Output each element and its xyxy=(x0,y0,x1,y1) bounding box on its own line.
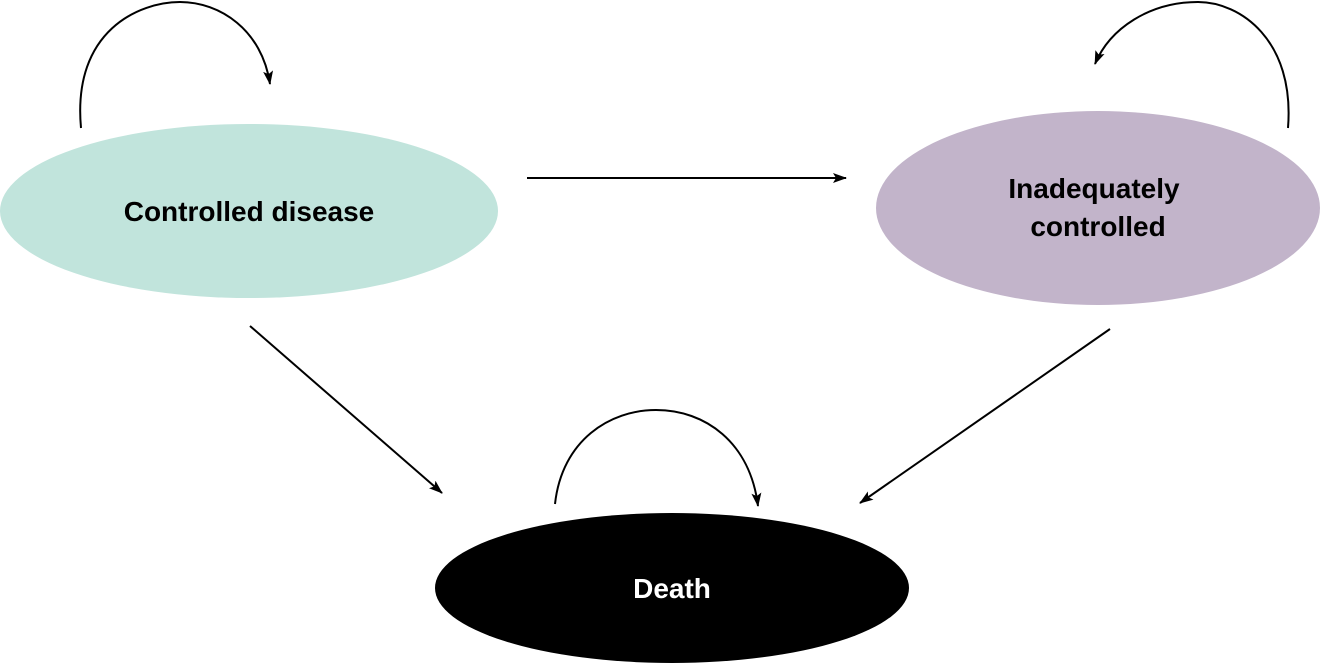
self-loop-inadequately-controlled xyxy=(1094,0,1290,129)
state-controlled-disease-label: Controlled disease xyxy=(124,196,375,227)
arrow-inadequately-controlled-to-death xyxy=(859,328,1111,504)
state-death-shape xyxy=(435,513,909,663)
state-inadequately-controlled-shape xyxy=(876,111,1320,305)
arrow-controlled-to-death xyxy=(249,325,443,494)
self-loop-controlled-disease xyxy=(79,0,274,129)
state-controlled-disease: Controlled disease xyxy=(0,124,498,298)
state-inadequately-controlled-label-line1: Inadequately xyxy=(1008,173,1180,204)
state-inadequately-controlled: Inadequately controlled xyxy=(876,111,1320,305)
state-death: Death xyxy=(435,513,909,663)
state-death-label: Death xyxy=(633,573,711,604)
state-inadequately-controlled-label-line2: controlled xyxy=(1030,211,1165,242)
self-loop-death xyxy=(554,408,762,507)
state-controlled-disease-shape xyxy=(0,124,498,298)
